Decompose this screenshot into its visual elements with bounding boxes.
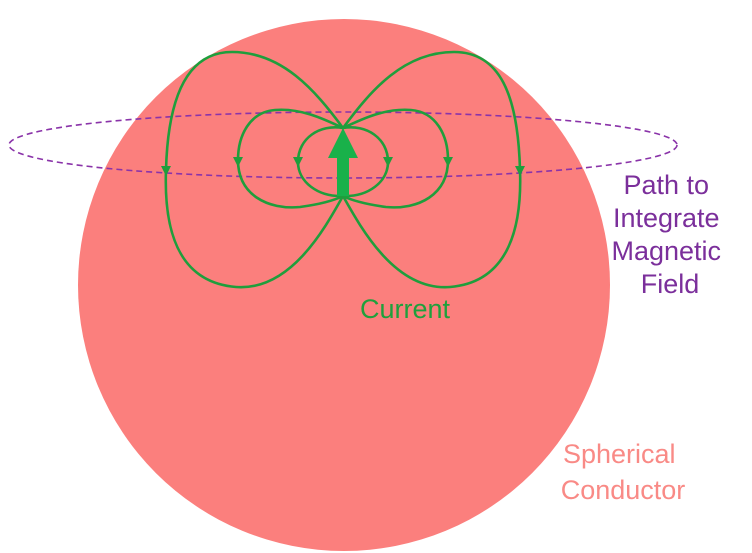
path-label-line-3: Magnetic [611,236,721,266]
path-label-line-1: Path to [623,170,709,200]
integration-path-ellipse [8,111,678,179]
triangle-down-icon [515,166,525,176]
spherical-conductor-label: Spherical Conductor [561,439,686,505]
field-direction-arrows [161,157,525,176]
triangle-down-icon [233,157,243,167]
path-label-line-2: Integrate [613,203,720,233]
triangle-down-icon [161,166,171,176]
spherical-conductor [78,19,610,551]
triangle-down-icon [293,157,303,167]
triangle-down-icon [443,157,453,167]
path-to-integrate-label: Path to Integrate Magnetic Field [611,170,728,299]
triangle-down-icon [383,157,393,167]
arrow-up-icon [328,128,358,196]
current-label: Current [360,294,451,324]
sphere-label-line-2: Conductor [561,475,686,505]
path-label-line-4: Field [641,269,700,299]
sphere-label-line-1: Spherical [563,439,676,469]
